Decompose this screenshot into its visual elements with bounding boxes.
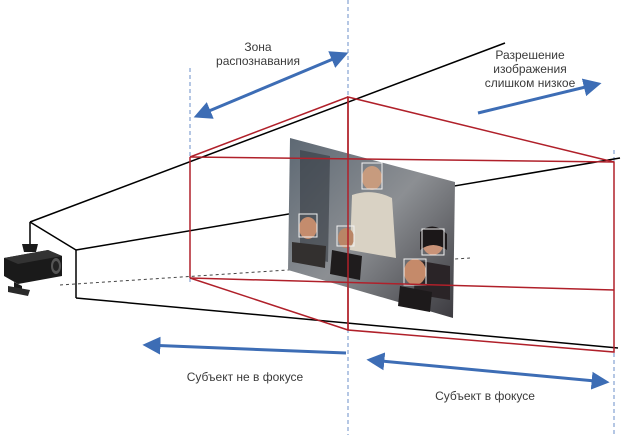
security-camera-icon bbox=[4, 222, 62, 296]
people-image bbox=[288, 138, 455, 318]
label-resolution-too-low: Разрешение изображения слишком низкое bbox=[470, 48, 590, 90]
out-of-focus-arrow bbox=[142, 336, 347, 355]
label-subject-in-focus: Субъект в фокусе bbox=[435, 389, 535, 403]
label-recognition-zone-line-2: распознавания bbox=[216, 54, 300, 68]
label-subject-out-of-focus: Субъект не в фокусе bbox=[186, 370, 304, 384]
low-resolution-arrow bbox=[477, 78, 602, 115]
recognition-zone-arrow bbox=[193, 51, 349, 119]
label-recognition-zone-line-1: Зона bbox=[244, 40, 272, 54]
label-resolution-line-3: слишком низкое bbox=[484, 76, 576, 90]
label-recognition-zone: Зона распознавания bbox=[213, 40, 303, 68]
blue-arrows bbox=[142, 51, 610, 390]
in-focus-arrow bbox=[366, 352, 610, 390]
label-resolution-line-1: Разрешение bbox=[495, 48, 565, 62]
label-resolution-line-2: изображения bbox=[493, 62, 567, 76]
